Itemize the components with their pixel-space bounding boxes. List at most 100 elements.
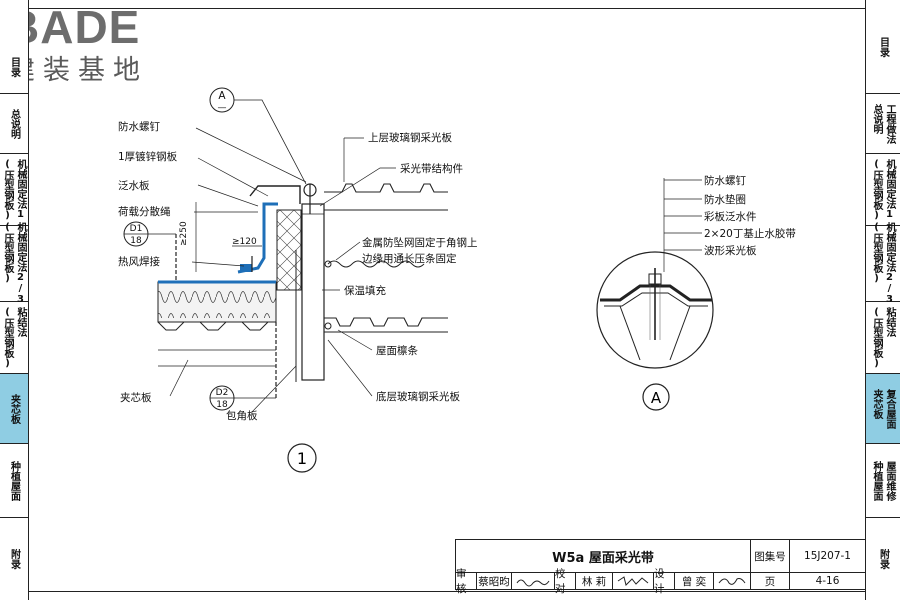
tab-label: 机械固定法2/3(压型钢板)	[871, 222, 895, 305]
wave-leg	[619, 305, 641, 361]
ref-d1-bottom: 18	[130, 236, 142, 246]
label-flashing: 泛水板	[118, 179, 150, 192]
design-label: 设计	[653, 568, 675, 595]
right-tab-mech23[interactable]: 机械固定法2/3(压型钢板)	[866, 222, 900, 305]
detail-1-number: 1	[297, 449, 307, 468]
left-tab-adhesive[interactable]: 粘结法(压型钢板)	[0, 302, 28, 374]
label-sandwich: 夹芯板	[120, 391, 152, 404]
leader-frame	[319, 167, 396, 207]
check-signature-mark	[617, 576, 649, 586]
ref-d2-bottom: 18	[216, 400, 228, 410]
lower-frp-panel	[324, 317, 448, 327]
left-tab-mech23[interactable]: 机械固定法2/3(压型钢板)	[0, 222, 28, 305]
tab-label: 粘结法(压型钢板)	[871, 306, 895, 369]
leader-flashing	[197, 184, 259, 207]
bolt	[324, 260, 332, 268]
right-tab-adhesive[interactable]: 粘结法(压型钢板)	[866, 302, 900, 374]
sandwich-core	[158, 286, 276, 318]
tab-label: 目录	[8, 56, 20, 77]
leader-corner	[251, 365, 297, 413]
review-signature	[511, 572, 555, 590]
dim-120: ≥120	[232, 237, 257, 247]
label-galv: 1厚镀锌钢板	[118, 150, 178, 163]
leader-mesh	[335, 241, 361, 261]
label-weld: 热风焊接	[118, 255, 160, 268]
leader-galv	[197, 157, 269, 197]
right-tab-appendix[interactable]: 附录	[866, 518, 900, 600]
label-insul: 保温填充	[344, 284, 386, 297]
ref-d1-top: D1	[130, 224, 143, 234]
skylight-frame	[301, 203, 325, 381]
review-signature-mark	[516, 579, 550, 587]
leader-sandwich	[169, 359, 189, 397]
tab-label: 附录	[877, 549, 889, 569]
page-label: 页	[750, 572, 790, 590]
design-signature-mark	[718, 578, 746, 585]
upper-frp-panel	[324, 183, 448, 193]
right-tab-bar: 目录 工程做法总说明 机械固定法1(压型钢板) 机械固定法2/3(压型钢板) 粘…	[865, 0, 900, 600]
right-tab-sandwich[interactable]: 复合屋面夹芯板	[866, 374, 900, 444]
tab-label: 复合屋面夹芯板	[871, 388, 895, 429]
left-tab-mech1[interactable]: 机械固定法1(压型钢板)	[0, 154, 28, 226]
panel-ribs	[157, 321, 276, 331]
left-tab-contents[interactable]: 目录	[0, 0, 28, 94]
bolt	[324, 322, 332, 330]
detail-a-circle	[596, 251, 714, 369]
right-tab-planting[interactable]: 屋面维修种植屋面	[866, 444, 900, 518]
tab-label: 夹芯板	[8, 393, 20, 424]
dim-250: ≥250	[179, 221, 189, 246]
left-tab-sandwich[interactable]: 夹芯板	[0, 374, 28, 444]
atlas-label: 图集号	[750, 539, 790, 573]
right-tab-general[interactable]: 工程做法总说明	[866, 94, 900, 154]
tab-label: 屋面维修种植屋面	[871, 460, 895, 501]
callout-a-sub: —	[218, 103, 227, 113]
label-a-flash: 彩板泛水件	[704, 210, 757, 223]
left-tab-planting[interactable]: 种植屋面	[0, 444, 28, 518]
label-a-tape: 2×20丁基止水胶带	[704, 227, 796, 240]
title-block: W5a 屋面采光带 图集号 15J207-1 审核 蔡昭昀 校对 林 莉 设计 …	[455, 539, 866, 595]
label-a-panel: 波形采光板	[704, 244, 757, 257]
tab-label: 机械固定法1(压型钢板)	[871, 158, 895, 221]
leader-purlin	[337, 329, 373, 351]
safety-mesh	[327, 260, 425, 268]
label-lower-frp: 底层玻璃钢采光板	[376, 390, 460, 403]
label-rope: 荷载分散绳	[118, 205, 171, 218]
label-mesh: 金属防坠网固定于角钢上	[362, 236, 478, 249]
page-number: 4-16	[789, 572, 866, 590]
leader-weld	[191, 261, 245, 267]
left-tab-general[interactable]: 总说明	[0, 94, 28, 154]
check-name: 林 莉	[575, 572, 613, 590]
detail-a-number: A	[651, 389, 662, 407]
right-tab-mech1[interactable]: 机械固定法1(压型钢板)	[866, 154, 900, 226]
design-signature	[713, 572, 751, 590]
tab-label: 种植屋面	[8, 460, 20, 501]
detail-1-marker	[287, 443, 317, 473]
weld-point	[240, 264, 252, 272]
check-label: 校对	[554, 568, 576, 595]
left-tab-bar: 目录 总说明 机械固定法1(压型钢板) 机械固定法2/3(压型钢板) 粘结法(压…	[0, 0, 29, 600]
label-upper-frp: 上层玻璃钢采光板	[368, 131, 452, 144]
design-name: 曾 奕	[674, 572, 714, 590]
brand-subtitle: 建装基地	[8, 55, 148, 86]
ref-d2-top: D2	[216, 388, 229, 398]
curb-insulation	[276, 209, 302, 291]
detail-a-marker	[642, 383, 670, 411]
review-name: 蔡昭昀	[476, 572, 512, 590]
drawing-title: W5a 屋面采光带	[455, 539, 751, 573]
right-tab-contents[interactable]: 目录	[866, 0, 900, 94]
tab-label: 粘结法(压型钢板)	[2, 306, 26, 369]
tab-label: 目录	[877, 36, 889, 57]
wave-leg	[669, 305, 691, 361]
tab-label: 工程做法总说明	[871, 103, 895, 144]
atlas-number: 15J207-1	[789, 539, 866, 573]
leader-screw	[195, 127, 307, 183]
label-frame: 采光带结构件	[400, 162, 463, 175]
tab-label: 机械固定法2/3(压型钢板)	[2, 222, 26, 305]
check-signature	[612, 572, 654, 590]
left-tab-appendix[interactable]: 附录	[0, 518, 28, 600]
detail-1: A — ≥250 ≥120 D1 18 D2 18	[118, 87, 478, 473]
tab-label: 总说明	[8, 108, 20, 139]
review-label: 审核	[455, 568, 477, 595]
callout-a-text: A	[218, 90, 226, 102]
